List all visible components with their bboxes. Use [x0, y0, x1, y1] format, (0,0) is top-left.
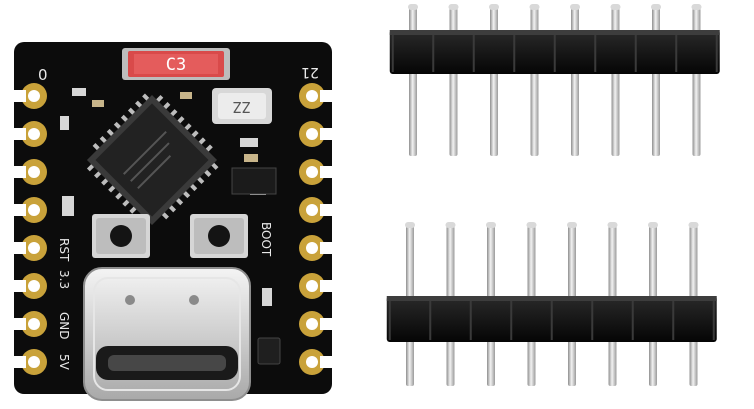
header-pin	[489, 4, 499, 156]
header-pin	[448, 4, 459, 156]
pin-header-bottom	[386, 222, 717, 386]
label-rst: RST	[57, 238, 71, 262]
castellated-pad	[14, 121, 47, 147]
boot-button	[190, 214, 248, 258]
header-pin	[529, 4, 540, 156]
label-gnd: GND	[57, 312, 71, 340]
reset-button	[92, 214, 150, 258]
label-boot: BOOT	[259, 222, 273, 257]
castellated-pad	[14, 273, 47, 299]
led	[262, 288, 272, 306]
castellated-pad	[299, 121, 332, 147]
label-5v: 5V	[57, 354, 71, 371]
diode	[257, 337, 281, 365]
header-pin	[651, 4, 661, 156]
castellated-pad	[299, 311, 332, 337]
pin-label-21: 21	[301, 64, 319, 80]
castellated-pad	[14, 311, 47, 337]
castellated-pad	[299, 235, 332, 261]
voltage-regulator	[231, 167, 277, 195]
header-pin	[610, 4, 621, 156]
castellated-pad	[14, 197, 47, 223]
antenna-label: C3	[166, 55, 186, 75]
castellated-pad	[299, 273, 332, 299]
label-3v3: 3.3	[57, 270, 71, 289]
castellated-pad	[14, 159, 47, 185]
esp32-c3-chip	[86, 93, 219, 226]
ceramic-antenna: C3	[122, 48, 230, 80]
crystal-label: ZZ	[233, 98, 251, 116]
pin-label-0: 0	[38, 66, 48, 84]
smd-components-top	[60, 88, 266, 216]
right-pad-column	[299, 83, 332, 375]
castellated-pad	[14, 349, 47, 375]
castellated-pad	[299, 349, 332, 375]
header-pin	[408, 4, 418, 156]
pin-header-top	[389, 4, 720, 156]
esp32-c3-board: C3 0 21 ZZ	[14, 42, 332, 401]
castellated-pad	[14, 83, 47, 109]
castellated-pad	[299, 83, 332, 109]
castellated-pad	[299, 159, 332, 185]
header-pin	[570, 4, 580, 156]
crystal-oscillator: ZZ	[212, 88, 272, 124]
header-pin	[691, 4, 702, 156]
usb-c-connector	[83, 267, 251, 401]
left-pad-column	[14, 83, 47, 375]
castellated-pad	[299, 197, 332, 223]
castellated-pad	[14, 235, 47, 261]
